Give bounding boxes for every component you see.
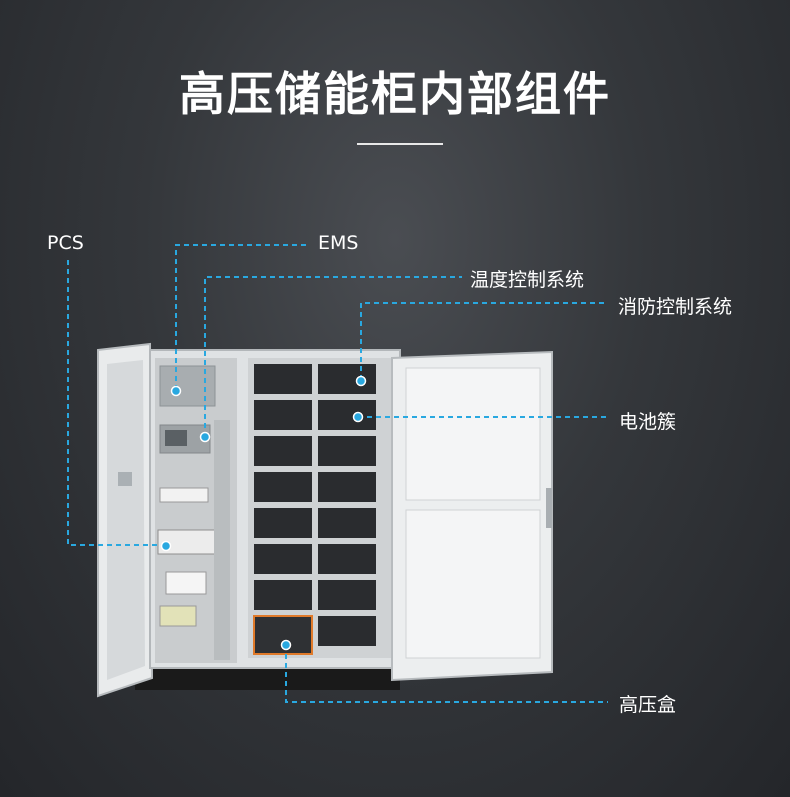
- title-divider: [357, 143, 443, 145]
- fire-control-label: 消防控制系统: [618, 296, 733, 318]
- pcs-unit-top: [159, 365, 216, 407]
- temp-dot: [199, 431, 211, 443]
- ems-screen: [165, 430, 187, 446]
- pcs-dot: [160, 540, 172, 552]
- ems-dot: [170, 385, 182, 397]
- ems-label: EMS: [318, 232, 359, 254]
- right-door-panel-top: [405, 367, 541, 501]
- page-title: 高压储能柜内部组件: [179, 67, 611, 121]
- right-door-handle: [546, 488, 552, 528]
- callout-lines: [67, 244, 608, 703]
- left-door-handle: [118, 472, 132, 486]
- battery-modules: [254, 364, 376, 646]
- battery-cluster-label: 电池簇: [619, 411, 677, 433]
- pcs-label: PCS: [47, 232, 84, 254]
- pcs-callout-line: [67, 260, 165, 546]
- temperature-control-label: 温度控制系统: [470, 269, 585, 291]
- battery-dot: [352, 411, 364, 423]
- hv-callout-line: [285, 645, 608, 703]
- hv-dot: [280, 639, 292, 651]
- fuse-row: [159, 605, 197, 627]
- high-voltage-box-label: 高压盒: [619, 694, 677, 716]
- wire-duct: [214, 420, 230, 660]
- right-door-panel-bottom: [405, 509, 541, 659]
- callout-dots: [160, 375, 367, 651]
- ems-callout-line: [175, 244, 308, 390]
- breaker-row-1: [159, 487, 209, 503]
- left-door-panel: [107, 360, 145, 680]
- fire-callout-line: [360, 302, 608, 380]
- breaker-row-2: [165, 571, 207, 595]
- fire-dot: [355, 375, 367, 387]
